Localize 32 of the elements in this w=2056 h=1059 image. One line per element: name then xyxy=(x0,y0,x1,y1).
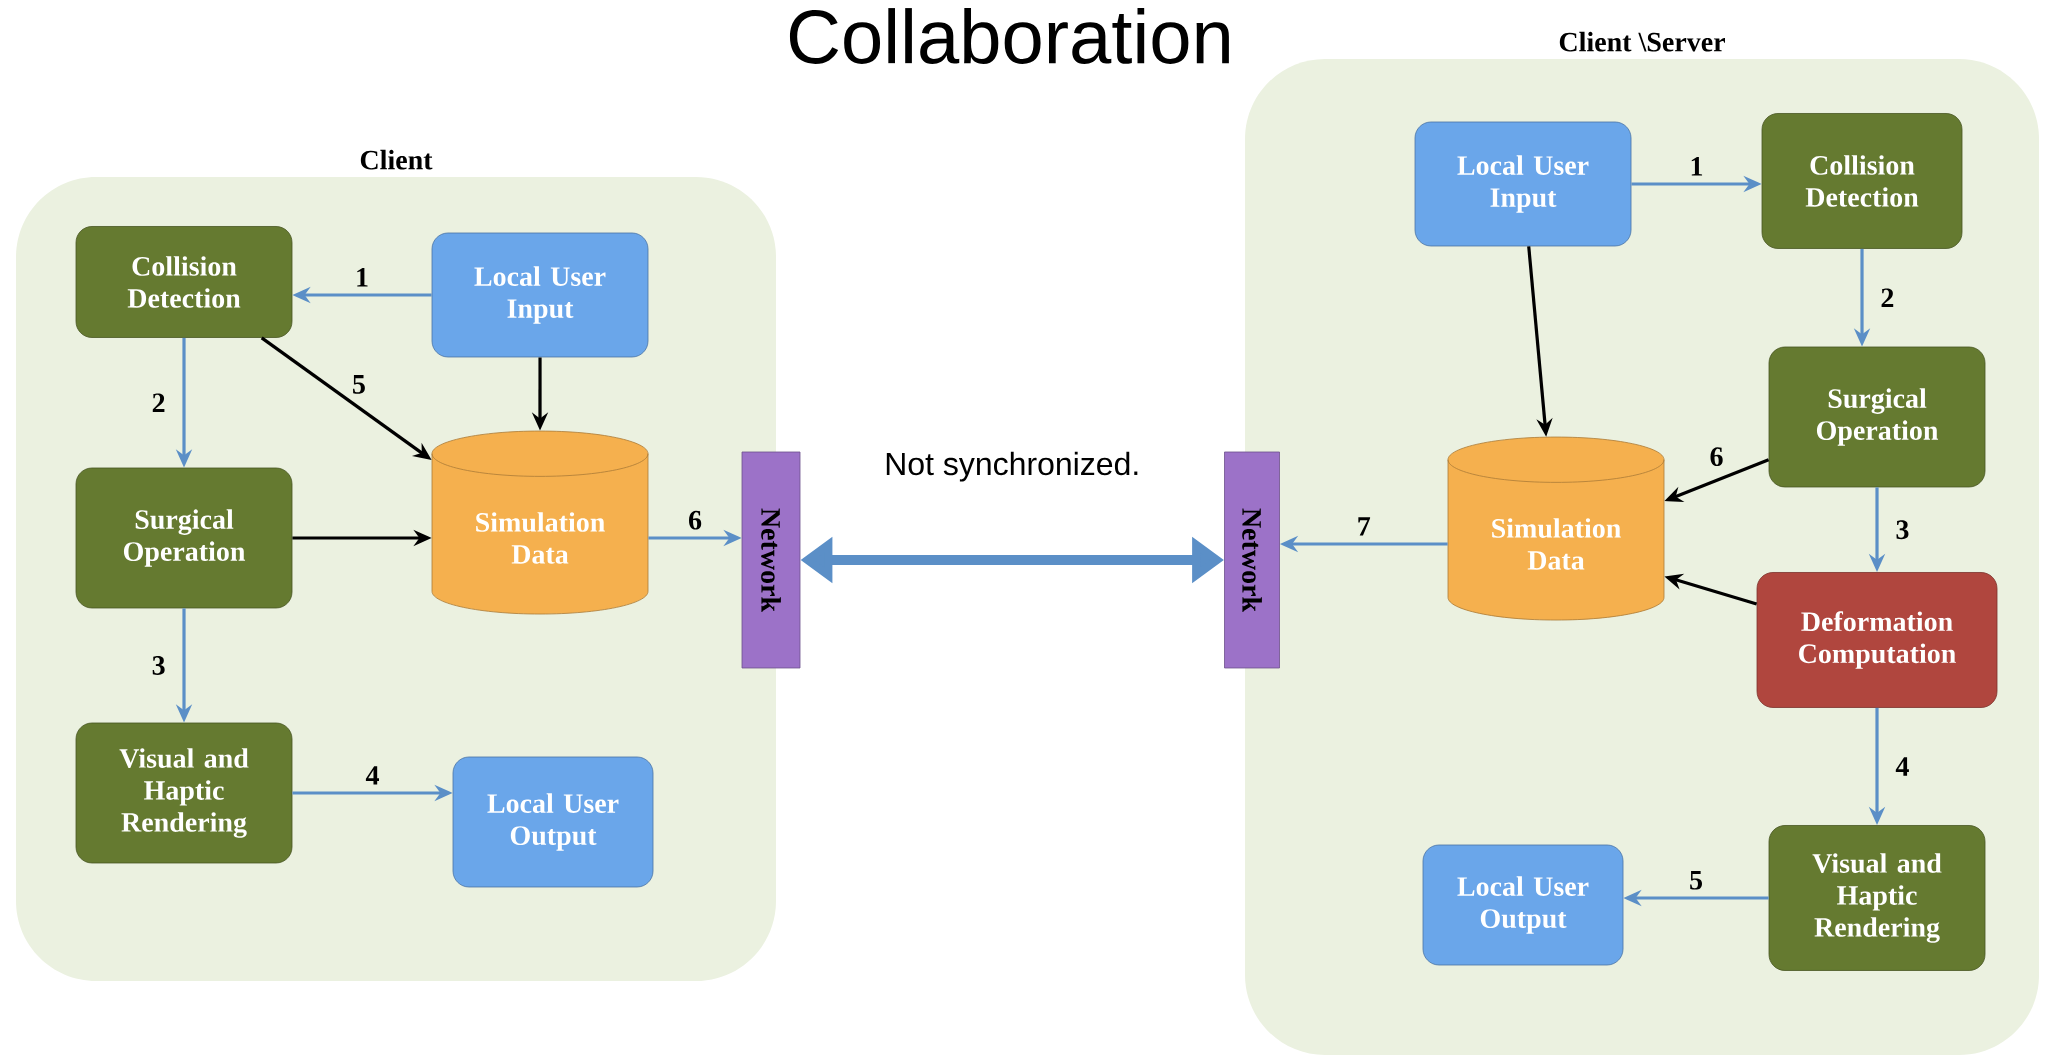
io-box: Local User Input xyxy=(431,232,649,358)
edge-label: 3 xyxy=(1896,520,1909,540)
edge-label: 6 xyxy=(1710,447,1723,467)
process-box: Collision Detection xyxy=(75,226,293,338)
edge-label: 2 xyxy=(152,393,165,412)
process-box: Deformation Computation xyxy=(1756,572,1998,708)
edge-label: 5 xyxy=(353,375,365,394)
database-cylinder: Simulation Data xyxy=(431,430,649,615)
edge-label: 4 xyxy=(1895,757,1909,776)
edge-label: 5 xyxy=(1690,870,1702,890)
edge-label: 6 xyxy=(689,510,702,530)
process-box: Collision Detection xyxy=(1761,113,1963,249)
network-bar: Network xyxy=(1224,451,1280,669)
database-cylinder: Simulation Data xyxy=(1447,436,1665,621)
node-label: Client \Server xyxy=(1559,31,1726,52)
edge-label: 1 xyxy=(357,268,368,287)
edge-label: 2 xyxy=(1881,288,1894,307)
edge-label: 7 xyxy=(1358,517,1371,536)
io-box: Local User Output xyxy=(452,756,654,888)
node-label: Client xyxy=(360,149,433,170)
edge-label: 1 xyxy=(1691,157,1703,176)
process-box: Surgical Operation xyxy=(75,467,293,609)
io-box: Local User Output xyxy=(1422,844,1624,966)
edge-label: 4 xyxy=(365,766,379,785)
edge-label: Not synchronized. xyxy=(886,451,1138,482)
process-box: Visual and Haptic Rendering xyxy=(75,722,293,864)
process-box: Visual and Haptic Rendering xyxy=(1768,825,1986,971)
process-box: Surgical Operation xyxy=(1768,346,1986,488)
io-box: Local User Input xyxy=(1414,121,1632,247)
network-bar: Network xyxy=(741,451,801,669)
title: Collaboration xyxy=(789,8,1229,64)
edge-label: 3 xyxy=(152,656,165,675)
